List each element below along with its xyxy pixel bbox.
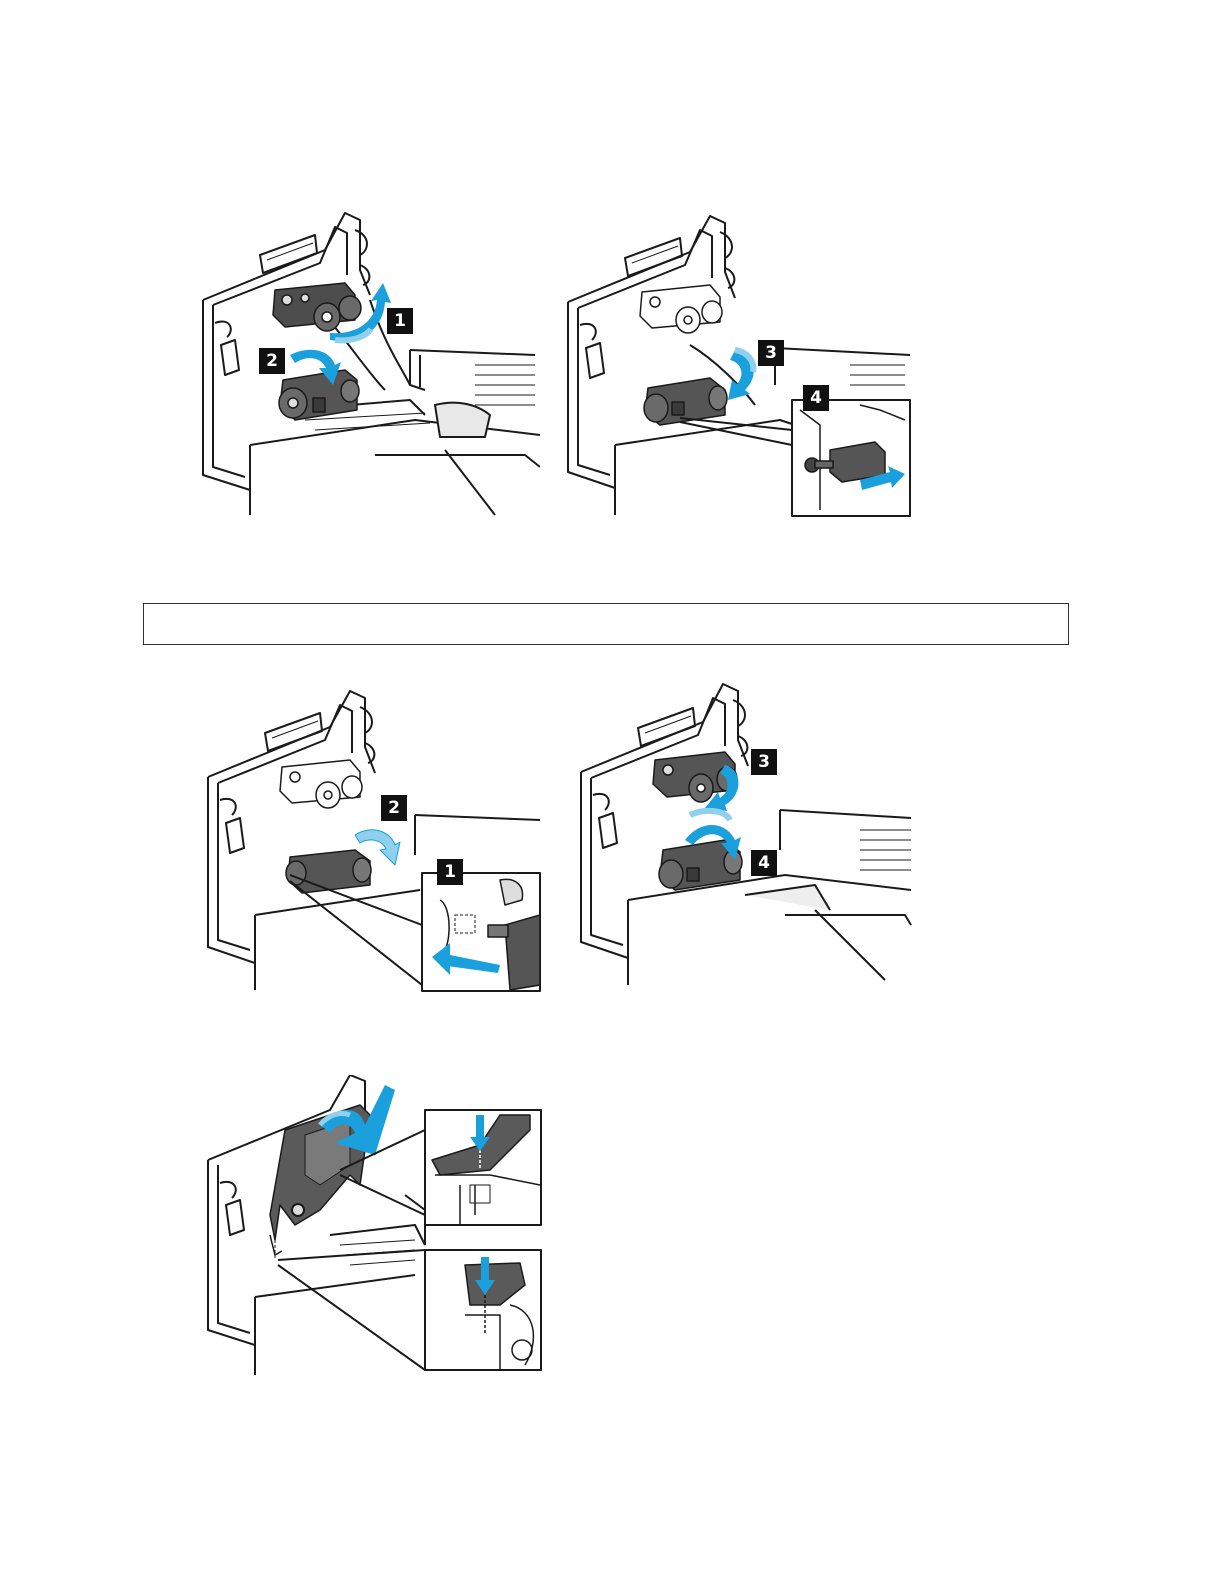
step-badge-4: 4 [803, 385, 829, 411]
figure-insert-roller-shaft: 2 1 [200, 685, 545, 995]
step-badge-2: 2 [381, 795, 407, 821]
figure-seat-rollers: 3 4 [575, 680, 915, 990]
step-badge-3: 3 [751, 749, 777, 775]
figure-remove-feed-roller: 1 2 [195, 205, 540, 520]
step-badge-1: 1 [437, 859, 463, 885]
figure-close-roller-cover [200, 1075, 545, 1380]
step-badge-4: 4 [751, 850, 777, 876]
step-badge-1: 1 [387, 308, 413, 334]
note-box [143, 603, 1069, 645]
step-badge-3: 3 [758, 340, 784, 366]
figure-install-lower-roller: 3 4 [560, 210, 912, 520]
step-badge-2: 2 [259, 348, 285, 374]
